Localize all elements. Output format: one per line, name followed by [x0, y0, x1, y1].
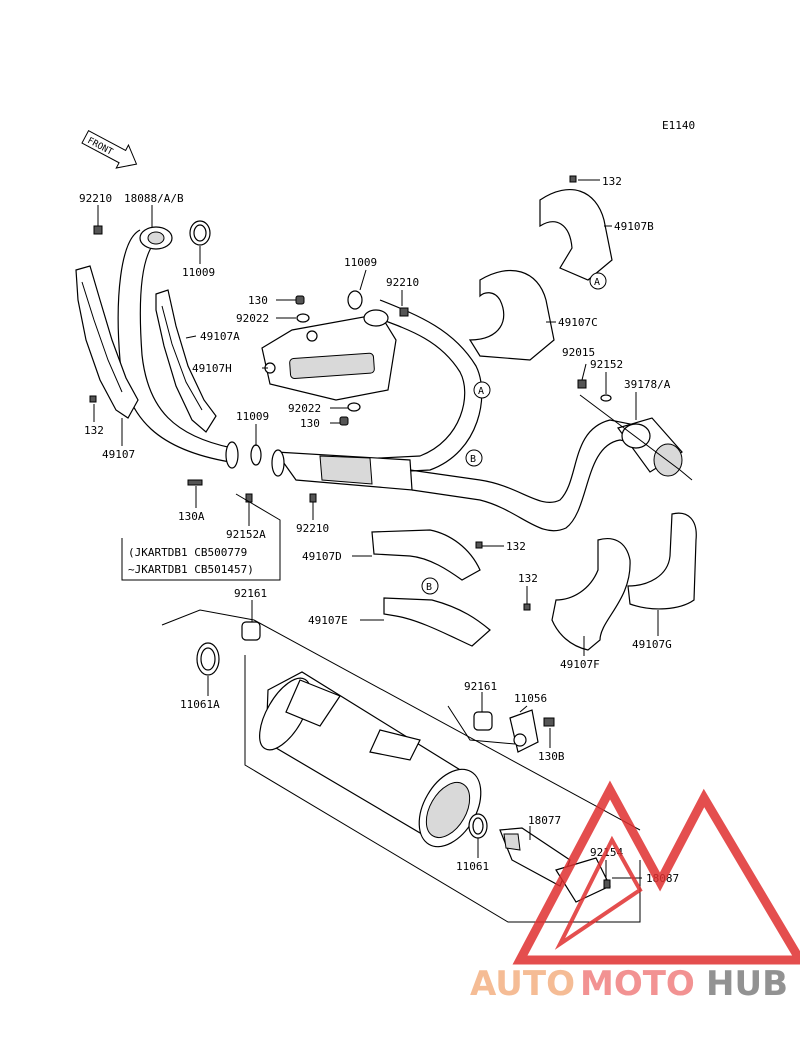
cover-49107D [371, 529, 481, 581]
label-92022-a: 92022 [236, 312, 269, 325]
label-130-b: 130 [300, 417, 320, 430]
screw-132-a [89, 395, 97, 403]
label-132-b: 132 [506, 540, 526, 553]
bolt-130-a [295, 295, 305, 305]
label-11061: 11061 [456, 860, 489, 873]
label-92022-b: 92022 [288, 402, 321, 415]
rubber-92161-b [473, 711, 493, 731]
nut-92210-b [399, 307, 409, 317]
serial-bracket [121, 493, 281, 581]
front-arrow-icon: FRONT [81, 129, 138, 169]
washer-92022-b [347, 402, 361, 412]
label-92210-c: 92210 [296, 522, 329, 535]
watermark-triangle-icon [512, 780, 800, 965]
muffler [259, 671, 482, 848]
label-92152A: 92152A [226, 528, 266, 541]
callout-A-1: A [589, 272, 607, 290]
svg-text:A: A [478, 386, 484, 397]
screw-92154 [603, 879, 611, 889]
bolt-130B [543, 717, 555, 727]
bolt-130-b [339, 416, 349, 426]
label-132-a: 132 [84, 424, 104, 437]
label-92015: 92015 [562, 346, 595, 359]
label-11009-c: 11009 [236, 410, 269, 423]
cover-49107A [155, 289, 217, 433]
cover-49107E [383, 597, 491, 647]
bracket-11056 [509, 709, 539, 753]
screw-132-c [523, 603, 531, 611]
label-92161-a: 92161 [234, 587, 267, 600]
watermark-text-auto: AUTO [470, 964, 575, 1004]
label-49107F: 49107F [560, 658, 600, 671]
callout-B-1: B [465, 449, 483, 467]
serial-note-line2: ~JKARTDB1 CB501457) [128, 563, 254, 576]
label-132-top: 132 [602, 175, 622, 188]
header-pipe-left-inner [139, 237, 233, 449]
label-92152: 92152 [590, 358, 623, 371]
label-11009-b: 11009 [344, 256, 377, 269]
svg-text:A: A [594, 277, 600, 288]
label-92161-b: 92161 [464, 680, 497, 693]
label-49107B: 49107B [614, 220, 654, 233]
label-49107D: 49107D [302, 550, 342, 563]
label-49107C: 49107C [558, 316, 598, 329]
label-11056: 11056 [514, 692, 547, 705]
diagram-code: E1140 [662, 119, 695, 132]
label-92210-b: 92210 [386, 276, 419, 289]
svg-text:B: B [470, 454, 476, 465]
cover-49107 [75, 265, 139, 419]
rubber-92161-a [241, 621, 261, 641]
watermark-text-hub: HUB [706, 964, 788, 1004]
label-130-a: 130 [248, 294, 268, 307]
washer-92152 [600, 394, 612, 402]
mid-pipe-top [409, 419, 641, 503]
callout-A-2: A [473, 381, 491, 399]
header-pipe-center-outer [299, 315, 466, 463]
label-18088: 18088/A/B [124, 192, 184, 205]
nut-92015 [577, 379, 587, 389]
label-92210-a: 92210 [79, 192, 112, 205]
screw-132-top [569, 175, 577, 183]
cover-49107C [468, 270, 555, 361]
callout-B-2: B [421, 577, 439, 595]
cover-49107F [551, 538, 631, 651]
flange-18088 [139, 226, 173, 250]
gasket-11009-c [250, 444, 262, 466]
label-49107H: 49107H [192, 362, 232, 375]
nut-92210-a [93, 225, 103, 235]
label-11061A: 11061A [180, 698, 220, 711]
leader-lines [93, 179, 659, 880]
mid-pipe-bottom [411, 439, 651, 532]
svg-text:B: B [426, 582, 432, 593]
label-130B: 130B [538, 750, 565, 763]
cover-49107B [539, 189, 613, 281]
label-18077: 18077 [528, 814, 561, 827]
label-49107A: 49107A [200, 330, 240, 343]
part-labels: 92210 18088/A/B 11009 130 92022 49107A 4… [79, 175, 679, 885]
label-49107G: 49107G [632, 638, 672, 651]
label-132-c: 132 [518, 572, 538, 585]
washer-92022-a [296, 313, 310, 323]
label-39178: 39178/A [624, 378, 671, 391]
nut-92210-c [309, 493, 317, 503]
label-49107E: 49107E [308, 614, 348, 627]
cover-49107G [627, 512, 697, 610]
watermark-logo: AUTO MOTO HUB [470, 780, 800, 1004]
label-11009-a: 11009 [182, 266, 215, 279]
header-pipe-center-inner [309, 299, 483, 477]
bolt-130A [187, 479, 203, 486]
gasket-left-flange [225, 441, 239, 469]
flange-center [363, 309, 389, 327]
watermark-text-moto: MOTO [580, 964, 695, 1004]
screw-132-b [475, 541, 483, 549]
label-49107: 49107 [102, 448, 135, 461]
gasket-11009-b [347, 290, 363, 310]
label-130A: 130A [178, 510, 205, 523]
serial-note-line1: (JKARTDB1 CB500779 [128, 546, 247, 559]
